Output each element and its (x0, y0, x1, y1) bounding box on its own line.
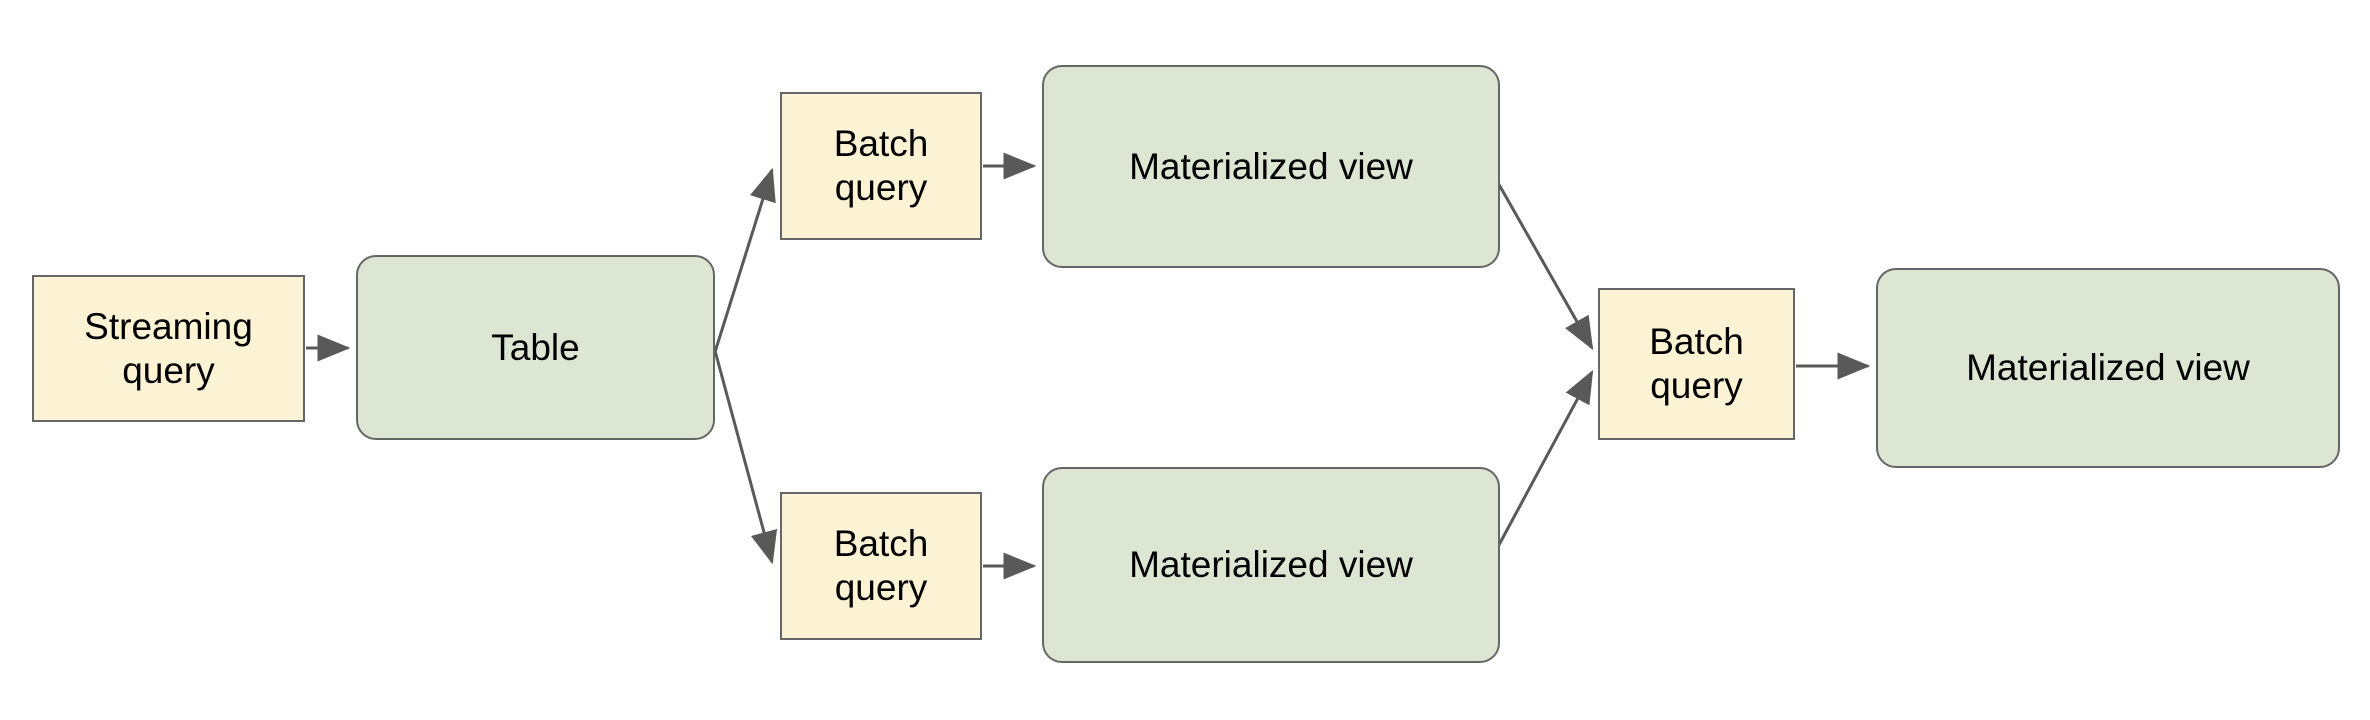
node-materialized-view-top-label: Materialized view (1129, 145, 1413, 187)
node-materialized-view-bottom[interactable]: Materialized view (1042, 467, 1500, 663)
node-materialized-view-right-label: Materialized view (1966, 347, 2250, 389)
edge-mv-top-to-batch-query-center (1491, 173, 1594, 351)
node-materialized-view-right[interactable]: Materialized view (1876, 268, 2340, 468)
node-materialized-view-bottom-label: Materialized view (1129, 544, 1413, 586)
edge-mv-bottom-to-batch-query-center (1491, 369, 1594, 557)
node-batch-query-top[interactable]: Batch query (780, 92, 982, 240)
node-materialized-view-top[interactable]: Materialized view (1042, 65, 1500, 268)
node-batch-query-center[interactable]: Batch query (1598, 288, 1795, 440)
node-streaming-query-label: Streaming query (84, 305, 253, 391)
node-streaming-query[interactable]: Streaming query (32, 275, 305, 422)
node-batch-query-bottom-label: Batch query (833, 523, 929, 608)
node-table[interactable]: Table (356, 255, 715, 440)
node-batch-query-bottom[interactable]: Batch query (780, 492, 982, 640)
node-batch-query-top-label: Batch query (833, 123, 929, 208)
node-batch-query-center-label: Batch query (1649, 321, 1744, 406)
node-table-label: Table (491, 326, 580, 368)
